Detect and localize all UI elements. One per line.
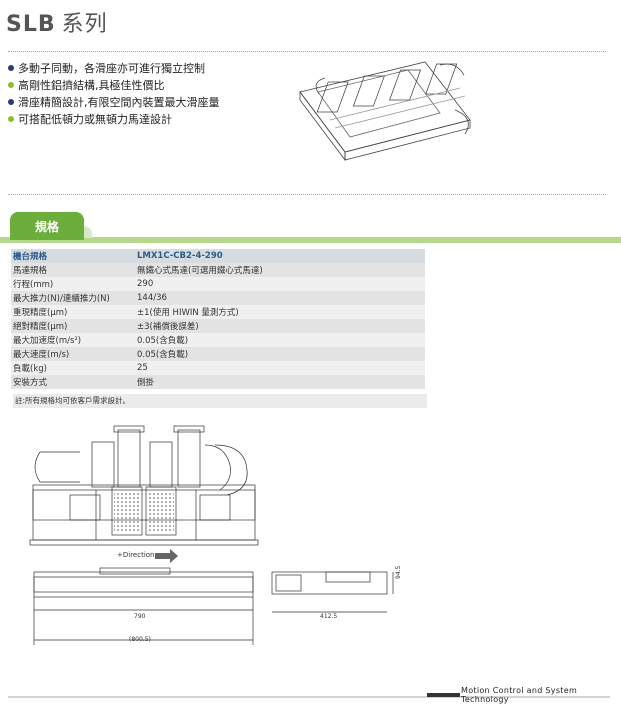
- divider: [8, 194, 606, 195]
- feature-item: 滑座精簡設計,有限空間內裝置最大滑座量: [8, 94, 220, 111]
- feature-list: 多動子同動，各滑座亦可進行獨立控制 高剛性鋁擠結構,具極佳性價比 滑座精簡設計,…: [8, 60, 220, 128]
- table-cell: LMX1C-CB2-4-290: [135, 249, 425, 263]
- side-view: [33, 567, 254, 645]
- table-row: 最大加速度(m/s²)0.05(含負載): [11, 333, 425, 347]
- feature-item: 高剛性鋁擠結構,具極佳性價比: [8, 77, 220, 94]
- table-row: 行程(mm)290: [11, 277, 425, 291]
- table-header-row: 機台規格 LMX1C-CB2-4-290: [11, 249, 425, 263]
- dimension-label: 412.5: [320, 613, 338, 620]
- tab-bar: [0, 237, 621, 243]
- spec-note: 註:所有規格均可依客戶需求設計。: [13, 394, 427, 408]
- bullet-icon: [8, 116, 14, 122]
- table-row: 最大速度(m/s)0.05(含負載): [11, 347, 425, 361]
- spec-table: 機台規格 LMX1C-CB2-4-290 馬達規格無鐵心式馬達(可選用鐵心式馬達…: [11, 249, 425, 389]
- bullet-icon: [8, 65, 14, 71]
- dimension-label: (800.5): [129, 636, 151, 643]
- dimension-label: 790: [134, 613, 146, 620]
- carriage-holes: [114, 492, 174, 532]
- feature-item: 多動子同動，各滑座亦可進行獨立控制: [8, 60, 220, 77]
- tab-specifications[interactable]: 規格: [10, 212, 84, 240]
- footer-tagline: Motion Control and System Technology: [461, 686, 578, 704]
- table-row: 重現精度(μm)±1(使用 HIWIN 量測方式): [11, 305, 425, 319]
- table-row: 負載(kg)25: [11, 361, 425, 375]
- bullet-icon: [8, 82, 14, 88]
- stage-isometric-image: [299, 61, 471, 162]
- feature-item: 可搭配低頓力或無頓力馬達設計: [8, 111, 220, 128]
- series-name: SLB: [6, 12, 56, 37]
- dimension-label: 94.5: [395, 565, 402, 579]
- table-row: 馬達規格無鐵心式馬達(可選用鐵心式馬達): [11, 263, 425, 277]
- bullet-icon: [8, 99, 14, 105]
- divider: [8, 51, 606, 52]
- tab-shadow: [84, 226, 92, 238]
- table-row: 最大推力(N)/連續推力(N)144/36: [11, 291, 425, 305]
- series-suffix: 系列: [61, 12, 108, 37]
- table-row: 安裝方式側掛: [11, 375, 425, 389]
- direction-arrow-icon: [155, 549, 178, 563]
- end-view: [271, 571, 394, 613]
- table-cell: 機台規格: [11, 249, 135, 263]
- direction-label: +Direction: [117, 551, 155, 559]
- table-row: 絕對精度(μm)±3(補償後誤差): [11, 319, 425, 333]
